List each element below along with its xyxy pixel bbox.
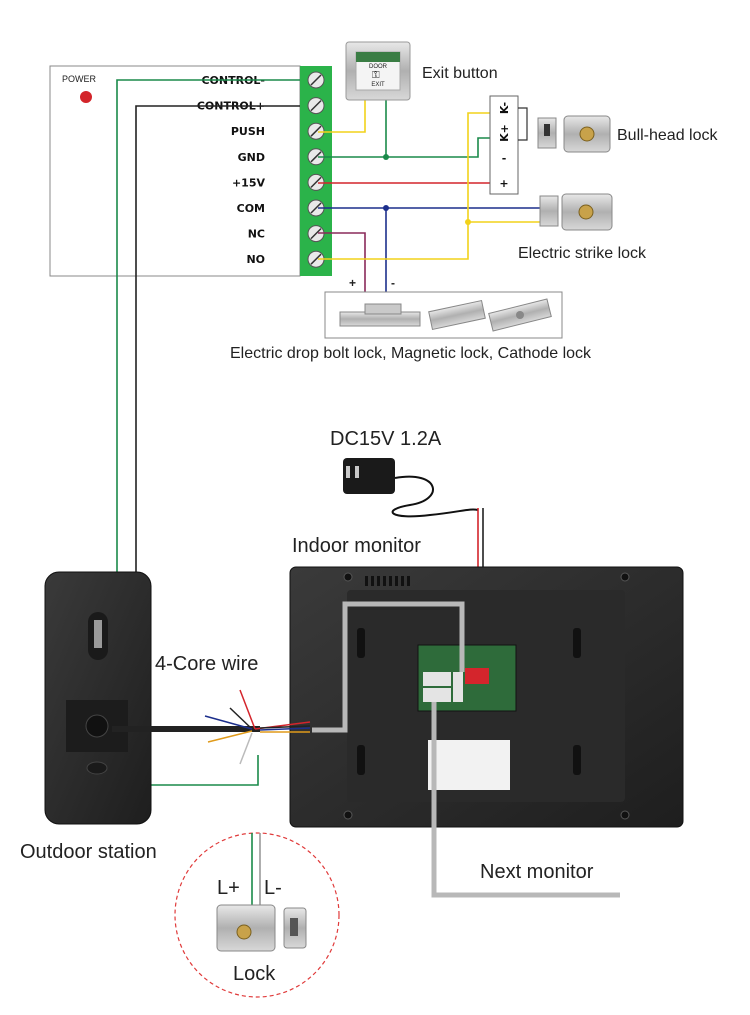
call-button-icon <box>86 761 108 775</box>
bull-terminal-label: + <box>499 177 508 190</box>
bull-terminal-label: - <box>502 152 507 165</box>
exit-face-top: DOOR <box>369 64 388 70</box>
four-core-wire <box>112 689 311 765</box>
exit-button-label: Exit button <box>422 65 498 82</box>
four-core-label: 4-Core wire <box>155 653 258 675</box>
terminal-label-com: COM <box>237 202 265 215</box>
magnetic-lock-icon <box>428 299 486 331</box>
next-monitor-label: Next monitor <box>480 861 594 883</box>
terminal-label-15v: +15V <box>232 176 266 189</box>
lock-detail <box>174 832 340 998</box>
terminal-screw-slot <box>310 202 322 214</box>
drop-bolt-lock-icon <box>339 303 421 327</box>
lock-icon <box>216 904 307 952</box>
bull-terminal-label: K+ <box>498 124 511 142</box>
l-plus-label: L+ <box>217 877 240 899</box>
bull-head-lock-icon <box>537 115 611 153</box>
exit-face-bottom: EXIT <box>371 82 385 88</box>
connector-b <box>423 688 451 702</box>
terminal-screw-slot <box>310 125 322 137</box>
power-led-icon <box>80 91 92 103</box>
bull-head-lock-label: Bull-head lock <box>617 127 719 144</box>
terminal-screw-slot <box>310 228 322 240</box>
connector-c <box>453 672 463 702</box>
terminal-screw-slot <box>310 151 322 163</box>
lock-label: Lock <box>233 963 276 985</box>
drop-plus-label: + <box>349 276 356 290</box>
l-minus-label: L- <box>264 877 282 899</box>
electric-strike-lock-label: Electric strike lock <box>518 245 647 262</box>
key-icon: ⚿ <box>372 70 380 81</box>
terminal-label-gnd: GND <box>238 151 265 164</box>
spec-sticker <box>428 740 510 790</box>
indoor-monitor-label: Indoor monitor <box>292 535 421 557</box>
terminal-label-no: NO <box>246 253 265 266</box>
cathode-lock-icon <box>488 298 552 332</box>
drop-bolt-box <box>324 291 563 339</box>
dc-supply-label: DC15V 1.2A <box>330 428 442 450</box>
indoor-monitor <box>289 566 684 828</box>
terminal-screw-slot <box>310 176 322 188</box>
connector-a <box>423 672 451 686</box>
vent-grille-icon <box>365 576 410 586</box>
bull-terminal-label: K- <box>498 102 511 114</box>
terminal-screw-slot <box>310 253 322 265</box>
exit-button-device: DOOR EXIT ⚿ <box>345 41 411 101</box>
drop-bolt-caption: Electric drop bolt lock, Magnetic lock, … <box>230 345 592 362</box>
outdoor-station <box>44 571 152 825</box>
power-connector <box>465 668 489 684</box>
terminal-screw-slot <box>310 100 322 112</box>
terminal-label-push: PUSH <box>231 125 265 138</box>
outdoor-station-label: Outdoor station <box>20 841 157 863</box>
terminal-label-nc: NC <box>248 228 265 241</box>
screw-icons <box>343 572 630 820</box>
gray-cables <box>312 601 620 898</box>
mount-slot-icons <box>357 628 581 775</box>
bull-head-terminal-block: K- K+ - + <box>489 95 528 195</box>
drop-minus-label: - <box>391 276 395 290</box>
terminal-screw-slot <box>310 74 322 86</box>
power-label: POWER <box>62 74 97 84</box>
electric-strike-lock-icon <box>539 193 613 231</box>
